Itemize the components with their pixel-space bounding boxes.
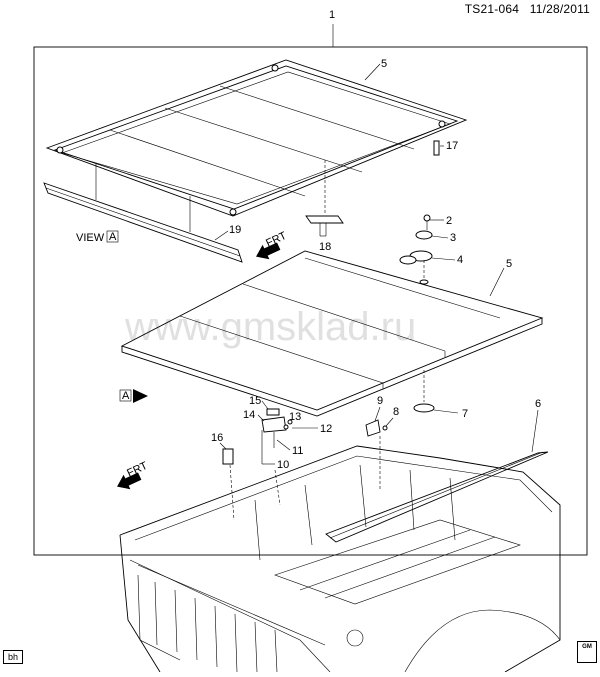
tonneau-cover-panel [120,250,544,417]
frt-arrow-bottom: FRT [117,460,150,490]
callout-7: 7 [462,408,468,420]
diagram-date: 11/28/2011 [529,2,590,16]
bracket-18 [305,215,344,237]
callout-3: 3 [450,232,456,244]
diagram-frame [33,46,588,556]
frt-arrow-top: FRT [256,230,289,260]
gm-logo: GM [577,641,597,663]
callout-15: 15 [249,395,261,407]
callout-5-bottom: 5 [506,258,512,270]
truck-bed [119,436,561,673]
callout-17: 17 [446,140,458,152]
callout-19: 19 [229,224,241,236]
view-box [106,230,119,243]
callout-1: 1 [329,9,335,21]
watermark: www.gmsklad.ru [124,305,416,349]
section-marker-letter: A [122,390,130,402]
bracket-16 [222,448,234,465]
side-rail-19 [43,182,243,263]
callout-9: 9 [377,395,383,407]
side-rail-6 [325,451,549,543]
callout-16: 16 [211,432,223,444]
callout-5-top: 5 [381,58,387,70]
callout-18: 18 [319,241,331,253]
section-marker-a: A [119,389,148,403]
callout-11: 11 [292,445,303,457]
callouts: 1 2 3 4 5 5 6 7 8 9 10 11 12 13 [211,9,541,471]
view-label: VIEW [76,232,105,244]
callout-8: 8 [393,406,399,418]
callout-13: 13 [289,411,301,423]
callout-10: 10 [277,459,289,471]
callout-2: 2 [446,215,452,227]
corner-badge: bh [3,650,23,664]
top-cover-frame [45,59,468,232]
diagram-header: TS21-064 11/28/2011 [465,2,590,16]
clamp-8-9 [365,419,388,437]
diagram-ref: TS21-064 [464,2,520,16]
pin-17 [433,140,440,156]
latch-assembly-10-15 [261,408,293,448]
view-box-letter: A [109,231,117,243]
callout-12: 12 [320,423,332,435]
callout-6: 6 [535,398,541,410]
hardware-stack [399,214,433,285]
callout-14: 14 [243,409,255,421]
callout-4: 4 [457,254,463,266]
latch-7 [413,370,435,413]
